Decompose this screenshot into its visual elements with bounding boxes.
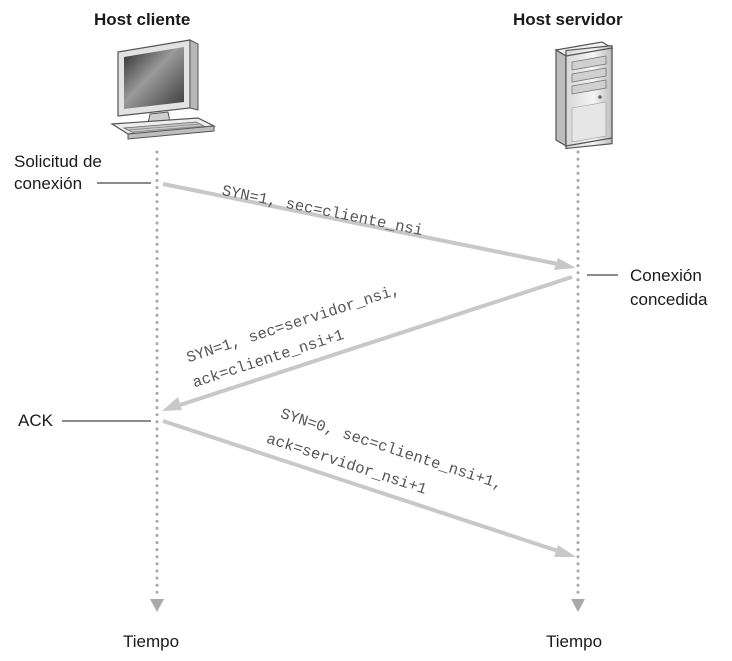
desktop-computer-icon: [110, 39, 217, 140]
connection-granted-label-line2: concedida: [630, 290, 708, 309]
client-time-label: Tiempo: [123, 632, 180, 651]
synack-arrow: [162, 275, 573, 411]
server-host-title: Host servidor: [513, 10, 623, 29]
server-timeline: [571, 150, 585, 612]
connection-request-label-line2: conexión: [14, 174, 83, 193]
client-timeline: [150, 150, 164, 612]
client-host-title: Host cliente: [94, 10, 191, 29]
syn-arrow: [162, 182, 576, 270]
ack-label: ACK: [18, 411, 53, 430]
server-tower-icon: [554, 41, 614, 150]
connection-request-label-line1: Solicitud de: [14, 152, 102, 171]
ack-arrow: [162, 419, 576, 557]
server-time-label: Tiempo: [546, 632, 603, 651]
connection-granted-label-line1: Conexión: [630, 266, 702, 285]
